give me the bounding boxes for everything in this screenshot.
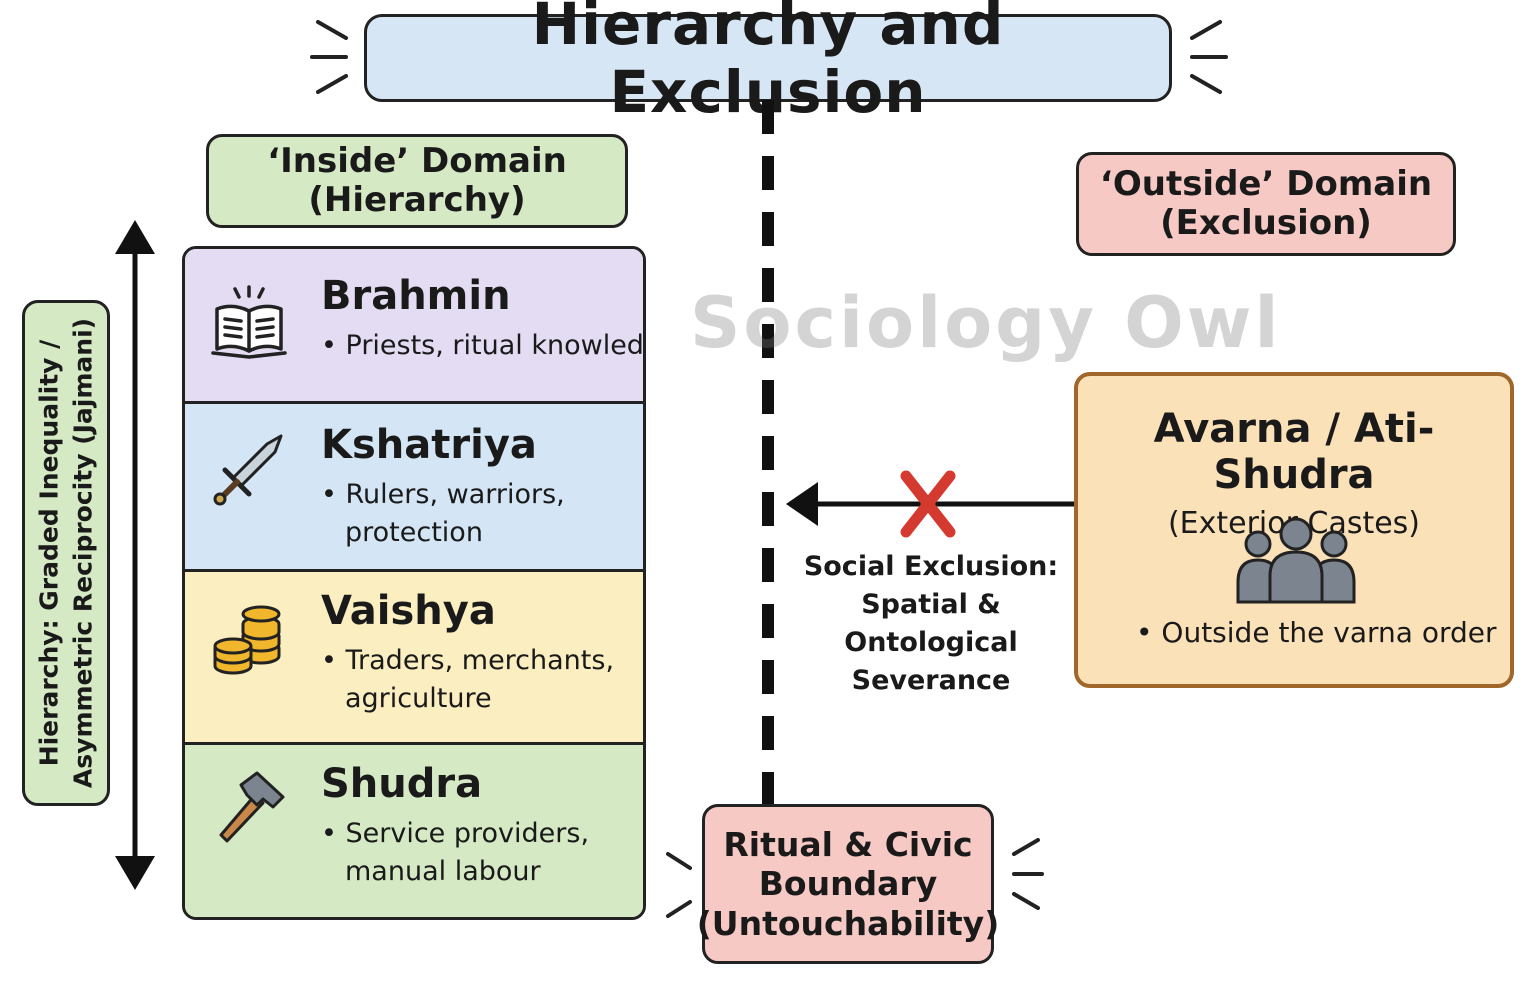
tier-vaishya: Vaishya • Traders, merchants, agricultur… xyxy=(185,572,643,745)
tier-shudra-desc-line2: manual labour xyxy=(345,856,541,887)
inside-domain-subtitle: (Hierarchy) xyxy=(308,180,526,220)
people-group-icon xyxy=(1236,517,1356,604)
tier-shudra-name: Shudra xyxy=(321,761,483,807)
sword-icon xyxy=(213,434,283,506)
tier-brahmin-desc-line1: • Priests, ritual knowledge xyxy=(321,330,646,361)
ritual-burst-left-icon xyxy=(666,852,692,918)
exclusion-label-line1: Social Exclusion: xyxy=(803,551,1059,582)
avarna-title: Avarna / Ati-Shudra xyxy=(1153,406,1435,498)
avarna-box: Avarna / Ati-Shudra (Exterior Castes) • … xyxy=(1074,372,1514,688)
title-box: Hierarchy and Exclusion xyxy=(364,0,1172,126)
open-book-icon xyxy=(211,285,287,359)
title-burst-left-icon xyxy=(310,20,348,94)
tier-kshatriya: Kshatriya • Rulers, warriors, protection xyxy=(185,404,643,572)
ritual-boundary-line2: Boundary xyxy=(758,864,938,904)
hammer-icon xyxy=(219,771,285,843)
inside-domain-title: ‘Inside’ Domain xyxy=(267,140,567,181)
boundary-dashed-line xyxy=(762,100,774,806)
tier-brahmin: Brahmin • Priests, ritual knowledge xyxy=(185,249,643,404)
tier-shudra-desc: • Service providers, manual labour xyxy=(321,815,589,891)
tier-shudra-desc-line1: • Service providers, xyxy=(321,818,590,849)
title-burst-right-icon xyxy=(1190,20,1228,94)
exclusion-arrow-icon xyxy=(786,470,1074,538)
hierarchy-double-arrow-icon xyxy=(115,220,155,890)
tier-kshatriya-desc: • Rulers, warriors, protection xyxy=(321,476,565,552)
avarna-bullet: • Outside the varna order xyxy=(1136,616,1497,649)
tier-brahmin-name: Brahmin xyxy=(321,273,511,319)
ritual-burst-right-icon xyxy=(1012,838,1044,910)
tier-kshatriya-desc-line1: • Rulers, warriors, xyxy=(321,479,565,510)
varna-tier-stack: Brahmin • Priests, ritual knowledge Ksha… xyxy=(182,246,646,920)
tier-kshatriya-name: Kshatriya xyxy=(321,422,537,468)
ritual-boundary-line1: Ritual & Civic xyxy=(723,824,973,864)
tier-vaishya-desc: • Traders, merchants, agriculture xyxy=(321,642,614,718)
ritual-boundary-line3: (Untouchability) xyxy=(696,903,1000,943)
tier-vaishya-desc-line2: agriculture xyxy=(345,683,492,714)
exclusion-label-line2: Spatial & Ontological xyxy=(844,589,1018,658)
tier-brahmin-desc: • Priests, ritual knowledge xyxy=(321,327,646,365)
tier-vaishya-desc-line1: • Traders, merchants, xyxy=(321,645,615,676)
outside-domain-subtitle: (Exclusion) xyxy=(1160,203,1372,243)
outside-domain-header: ‘Outside’ Domain (Exclusion) xyxy=(1076,152,1456,256)
tier-shudra: Shudra • Service providers, manual labou… xyxy=(185,745,643,917)
tier-kshatriya-desc-line2: protection xyxy=(345,517,483,548)
hierarchy-axis-line1: Hierarchy: Graded Inequality / xyxy=(34,339,64,767)
exclusion-label: Social Exclusion: Spatial & Ontological … xyxy=(786,548,1076,700)
hierarchy-axis-line2: Asymmetric Reciprocity (Jajmani) xyxy=(68,317,97,789)
ritual-boundary-box: Ritual & Civic Boundary (Untouchability) xyxy=(697,804,999,964)
page-title: Hierarchy and Exclusion xyxy=(531,0,1005,126)
coins-icon xyxy=(213,605,281,675)
tier-vaishya-name: Vaishya xyxy=(321,588,496,634)
hierarchy-axis-label: Hierarchy: Graded Inequality / Asymmetri… xyxy=(22,300,110,806)
exclusion-label-line3: Severance xyxy=(851,665,1011,696)
watermark: Sociology Owl xyxy=(690,282,1282,364)
outside-domain-title: ‘Outside’ Domain xyxy=(1099,163,1433,204)
inside-domain-header: ‘Inside’ Domain (Hierarchy) xyxy=(206,134,628,228)
